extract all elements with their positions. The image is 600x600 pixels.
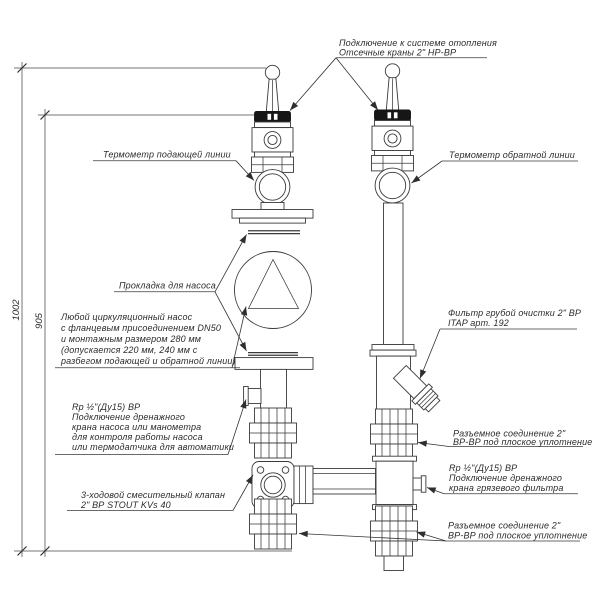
- label-pump-drain: Подключение дренажного: [72, 412, 185, 422]
- union-return-top: [370, 408, 418, 460]
- label-union-bottom: Разъемное соединение 2": [448, 521, 561, 531]
- return-pipe: [383, 202, 404, 345]
- return-pipe-stub: [383, 555, 404, 571]
- mixing-valve-outlet-nut: [293, 465, 314, 505]
- pump-top-flange: [231, 209, 314, 219]
- label-pump-note: и монтажным размером 280 мм: [61, 334, 201, 344]
- strainer-branch: [392, 364, 441, 413]
- label-mixing-valve: 3-ходовой смесительный клапан: [81, 490, 225, 500]
- label-union-top: ВР-ВР под плоское уплотнение: [453, 437, 592, 447]
- label-filter-drain: Rp ½"(Ду15) ВР: [449, 463, 517, 473]
- pump-top-flange-lip: [239, 217, 306, 224]
- label-strainer: Фильтр грубой очистки 2" ВР: [448, 308, 581, 318]
- dimension-total-height: 1002: [11, 299, 22, 321]
- tee-body: [375, 460, 414, 506]
- supply-line-assembly: [231, 64, 376, 550]
- union-supply-bottom: [249, 498, 297, 550]
- label-pump-note: (допускается 220 мм, 240 мм с: [61, 345, 198, 355]
- dimension-inner-height: 905: [34, 312, 45, 329]
- mixing-valve-port-inner: [263, 475, 283, 495]
- circulation-pump: [234, 251, 312, 329]
- label-shelves: [55, 57, 583, 542]
- valve-bolt: [256, 466, 265, 474]
- supply-pipe-stub: [260, 202, 285, 210]
- pump-gasket-top: [248, 230, 300, 235]
- label-pump-gasket: Прокладка для насоса: [119, 281, 216, 291]
- label-heating-connection: Подключение к системе отопления: [339, 38, 497, 48]
- drain-port-cap: [243, 386, 249, 406]
- dimension-lines: 1002 905: [11, 62, 292, 557]
- filter-drain-port: [412, 477, 422, 491]
- label-pump-note: с фланцевым присоединением DN50: [61, 323, 221, 333]
- union-return-bottom: [370, 505, 418, 557]
- return-shutoff-valve: [371, 63, 414, 204]
- filter-top-plate: [371, 344, 415, 351]
- label-filter-drain: крана грязевого фильтра: [449, 483, 564, 493]
- label-supply-thermometer: Термометр подающей линии: [103, 150, 231, 160]
- pump-flow-triangle: [247, 258, 300, 309]
- drain-port-body: [247, 388, 262, 404]
- valve-bolt: [281, 466, 290, 474]
- label-pump-drain: Rp ½"(Ду15) ВР: [72, 402, 140, 412]
- label-pump-drain: крана насоса или манометра: [72, 422, 201, 432]
- label-pump-drain: для контроля работы насоса: [72, 432, 203, 442]
- label-pump-note: Любой циркуляционный насос: [60, 312, 193, 322]
- union-supply-top: [249, 407, 297, 459]
- supply-shutoff-valve: [251, 64, 294, 205]
- tee-top-lip: [372, 455, 417, 462]
- filter-drain-cap: [420, 475, 427, 493]
- supply-pipe-lower: [260, 368, 287, 410]
- strainer-cap: [424, 396, 441, 413]
- label-union-bottom: ВР-ВР под плоское уплотнение: [448, 531, 587, 541]
- leader-lines: [55, 57, 583, 542]
- label-filter-drain: Подключение дренажного: [449, 473, 562, 483]
- annotations: Подключение к системе отопления Отсечные…: [60, 38, 592, 541]
- label-pump-note: разбегом подающей и обратной линии): [60, 356, 236, 366]
- bypass-pipe: [312, 468, 376, 495]
- label-strainer: ITAP арт. 192: [448, 318, 509, 328]
- filter-top-plate2: [369, 349, 417, 357]
- pump-gasket-bottom: [248, 351, 298, 356]
- label-pump-drain: или термодатчика для автоматики: [72, 442, 234, 452]
- label-union-top: Разъемное соединение 2": [453, 429, 566, 439]
- label-return-thermometer: Термометр обратной линии: [449, 150, 575, 160]
- return-line-assembly: [369, 63, 441, 571]
- pump-bottom-flange: [234, 357, 314, 370]
- label-mixing-valve: 2" ВР STOUT KVs 40: [80, 500, 171, 510]
- label-heating-connection: Отсечные краны 2" НР-ВР: [339, 48, 456, 58]
